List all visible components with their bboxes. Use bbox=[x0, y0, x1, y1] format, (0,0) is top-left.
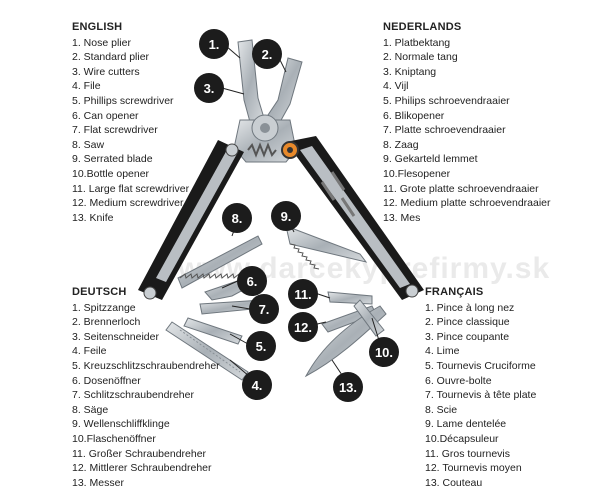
badge-3: 3. bbox=[194, 73, 224, 103]
badge-10: 10. bbox=[369, 337, 399, 367]
legend-item: 13. Couteau bbox=[425, 476, 483, 489]
badge-8: 8. bbox=[222, 203, 252, 233]
legend-item: 3. Kniptang bbox=[383, 65, 437, 78]
legend-item: 4. Feile bbox=[72, 345, 107, 358]
legend-item: 6. Ouvre-bolte bbox=[425, 374, 492, 387]
legend-item: 9. Lame dentelée bbox=[425, 418, 507, 431]
legend-item: 9. Serrated blade bbox=[72, 153, 153, 166]
legend-item: 1. Spitzzange bbox=[72, 301, 136, 314]
legend-item: 13. Messer bbox=[72, 476, 124, 489]
legend-item: 3. Seitenschneider bbox=[72, 330, 159, 343]
badge-13: 13. bbox=[333, 372, 363, 402]
legend-item: 5. Kreuzschlitzschraubendreher bbox=[72, 359, 220, 372]
right-handle bbox=[281, 136, 424, 300]
legend-item: 3. Pince coupante bbox=[425, 330, 510, 343]
legend-item: 9. Wellenschliffklinge bbox=[72, 418, 170, 431]
legend-item: 4. Vijl bbox=[383, 80, 409, 93]
badge-7: 7. bbox=[249, 294, 279, 324]
badge-1: 1. bbox=[199, 29, 229, 59]
legend-item: 12. Mittlerer Schraubendreher bbox=[72, 462, 212, 475]
pliers-jaws bbox=[233, 39, 303, 163]
legend-item: 10.Décapsuleur bbox=[425, 432, 499, 445]
legend-item: 9. Gekarteld lemmet bbox=[383, 153, 478, 166]
legend-item: 12. Tournevis moyen bbox=[425, 462, 522, 475]
badge-9: 9. bbox=[271, 201, 301, 231]
legend-item: 12. Medium screwdriver bbox=[72, 197, 184, 210]
legend-nederlands: NEDERLANDS 1. Platbektang 2. Normale tan… bbox=[383, 20, 551, 225]
badge-12: 12. bbox=[288, 312, 318, 342]
legend-item: 4. Lime bbox=[425, 345, 460, 358]
legend-heading: DEUTSCH bbox=[72, 286, 127, 298]
legend-item: 7. Schlitzschraubendreher bbox=[72, 389, 194, 402]
badge-4: 4. bbox=[242, 370, 272, 400]
left-tools bbox=[165, 235, 263, 381]
legend-item: 8. Scie bbox=[425, 403, 458, 416]
legend-item: 2. Pince classique bbox=[425, 316, 510, 329]
legend-item: 11. Gros tournevis bbox=[425, 447, 511, 460]
legend-item: 6. Can opener bbox=[72, 109, 139, 122]
legend-item: 12. Medium platte schroevendraaier bbox=[383, 197, 551, 210]
badge-11: 11. bbox=[288, 279, 318, 309]
legend-item: 11. Grote platte schroevendraaier bbox=[383, 182, 539, 195]
legend-item: 11. Großer Schraubendreher bbox=[72, 447, 207, 460]
legend-item: 13. Mes bbox=[383, 211, 421, 224]
spring bbox=[247, 142, 277, 158]
legend-deutsch: DEUTSCH 1. Spitzzange 2. Brennerloch 3. … bbox=[72, 285, 220, 490]
legend-item: 5. Tournevis Cruciforme bbox=[425, 359, 536, 372]
legend-item: 7. Tournevis à tête plate bbox=[425, 389, 537, 402]
legend-item: 2. Standard plier bbox=[72, 51, 150, 64]
legend-english: ENGLISH 1. Nose plier 2. Standard plier … bbox=[72, 20, 189, 225]
legend-item: 3. Wire cutters bbox=[72, 65, 140, 78]
legend-heading: ENGLISH bbox=[72, 21, 123, 33]
legend-item: 10.Bottle opener bbox=[72, 167, 150, 180]
legend-item: 1. Nose plier bbox=[72, 36, 131, 49]
legend-item: 8. Saw bbox=[72, 138, 105, 151]
legend-item: 5. Phillips screwdriver bbox=[72, 94, 174, 107]
legend-item: 2. Brennerloch bbox=[72, 316, 141, 329]
legend-item: 2. Normale tang bbox=[383, 51, 458, 64]
legend-item: 1. Platbektang bbox=[383, 36, 451, 49]
legend-item: 6. Dosenöffner bbox=[72, 374, 141, 387]
legend-item: 6. Blikopener bbox=[383, 109, 445, 122]
legend-item: 7. Flat screwdriver bbox=[72, 124, 158, 137]
legend-francais: FRANÇAIS 1. Pince à long nez 2. Pince cl… bbox=[425, 285, 536, 490]
legend-item: 1. Pince à long nez bbox=[425, 301, 515, 314]
legend-item: 10.Flesopener bbox=[383, 167, 451, 180]
right-tools bbox=[285, 225, 387, 378]
badge-6: 6. bbox=[237, 266, 267, 296]
badge-5: 5. bbox=[246, 331, 276, 361]
legend-item: 10.Flaschenöffner bbox=[72, 432, 156, 445]
legend-item: 5. Philips schroevendraaier bbox=[383, 94, 510, 107]
legend-item: 8. Säge bbox=[72, 403, 109, 416]
legend-item: 11. Large flat screwdriver bbox=[72, 182, 190, 195]
badge-2: 2. bbox=[252, 39, 282, 69]
left-handle bbox=[138, 140, 244, 300]
legend-item: 8. Zaag bbox=[383, 138, 419, 151]
legend-item: 13. Knife bbox=[72, 211, 114, 224]
legend-heading: NEDERLANDS bbox=[383, 21, 462, 33]
legend-item: 4. File bbox=[72, 80, 101, 93]
legend-item: 7. Platte schroevendraaier bbox=[383, 124, 506, 137]
legend-heading: FRANÇAIS bbox=[425, 286, 484, 298]
